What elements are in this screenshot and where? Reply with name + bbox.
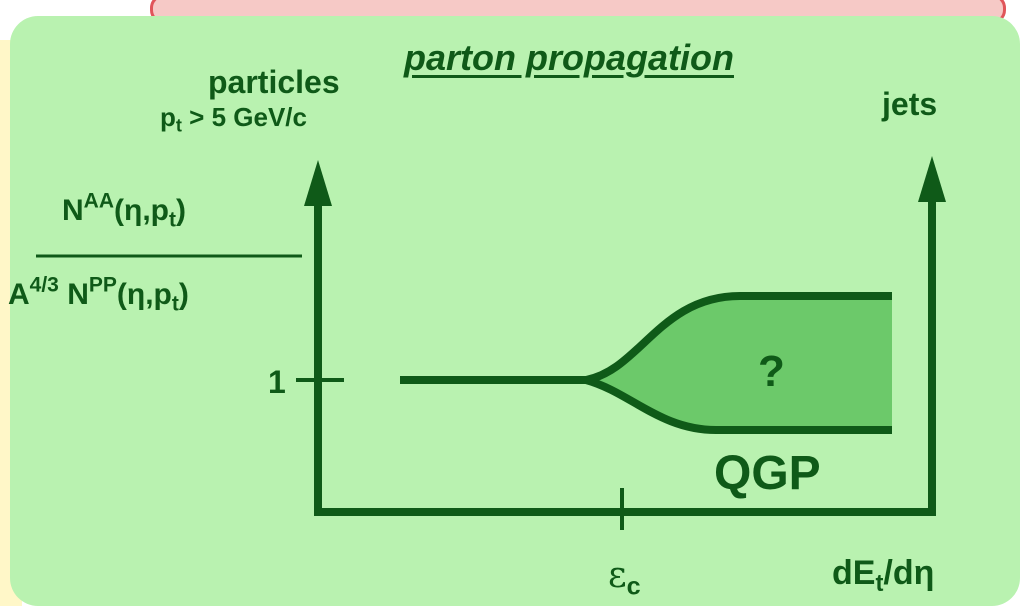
jets-axis-label: jets [882, 86, 938, 122]
y-axis-label: particles [208, 64, 340, 100]
qgp-label: QGP [714, 447, 821, 500]
ratio-numerator: NAA(η,pt) [62, 189, 186, 232]
lower-band-curve [584, 376, 892, 434]
upper-band-curve [400, 292, 892, 384]
pt-cut-label: pt > 5 GeV/c [160, 102, 307, 136]
tick-one-label: 1 [268, 364, 286, 400]
ratio-denominator: A4/3 NPP(η,pt) [8, 273, 189, 316]
question-mark: ? [758, 347, 785, 396]
jets-axis-arrowhead [918, 156, 946, 202]
diagram-title: parton propagation [404, 37, 734, 78]
qgp-uncertainty-band [586, 296, 892, 430]
x-axis-label: dEt/dη [832, 554, 935, 598]
epsc-tick-label: εc [608, 555, 641, 601]
y-axis-arrowhead [304, 160, 332, 206]
